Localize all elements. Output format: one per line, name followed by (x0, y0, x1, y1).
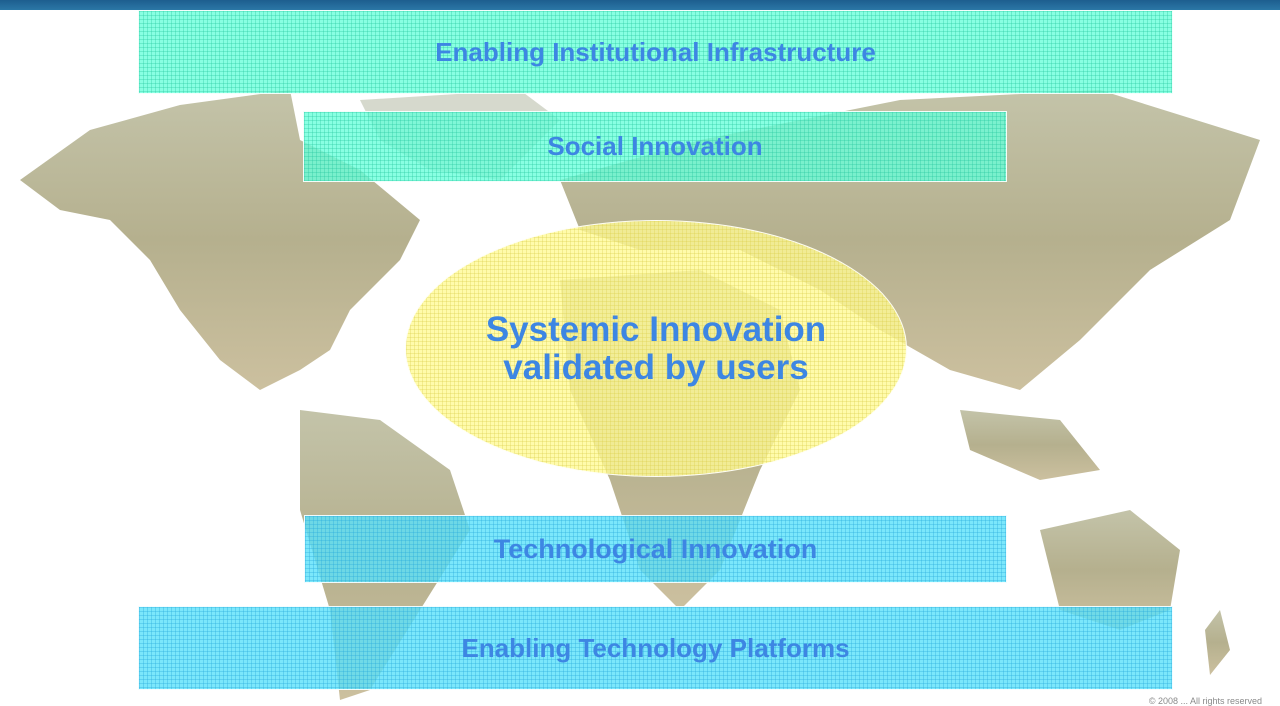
technological-innovation-band: Technological Innovation (304, 515, 1007, 583)
southeast-asia-shape (960, 410, 1100, 480)
enabling-institutional-infrastructure-band: Enabling Institutional Infrastructure (138, 10, 1173, 94)
social-innovation-label: Social Innovation (547, 131, 763, 161)
header-bar (0, 0, 1280, 10)
systemic-innovation-label: Systemic Innovation (485, 309, 827, 349)
enabling-institutional-infrastructure-label: Enabling Institutional Infrastructure (435, 36, 876, 67)
copyright-footer: © 2008 ... All rights reserved (1148, 696, 1262, 706)
validated-by-users-label: validated by users (503, 347, 809, 387)
systemic-innovation-ellipse: Systemic Innovation validated by users (405, 220, 907, 477)
enabling-technology-platforms-band: Enabling Technology Platforms (138, 606, 1173, 690)
australia-shape (1040, 510, 1180, 630)
technological-innovation-label: Technological Innovation (493, 533, 818, 564)
social-innovation-band: Social Innovation (303, 111, 1007, 182)
enabling-technology-platforms-label: Enabling Technology Platforms (461, 632, 850, 663)
new-zealand-shape (1205, 610, 1230, 675)
